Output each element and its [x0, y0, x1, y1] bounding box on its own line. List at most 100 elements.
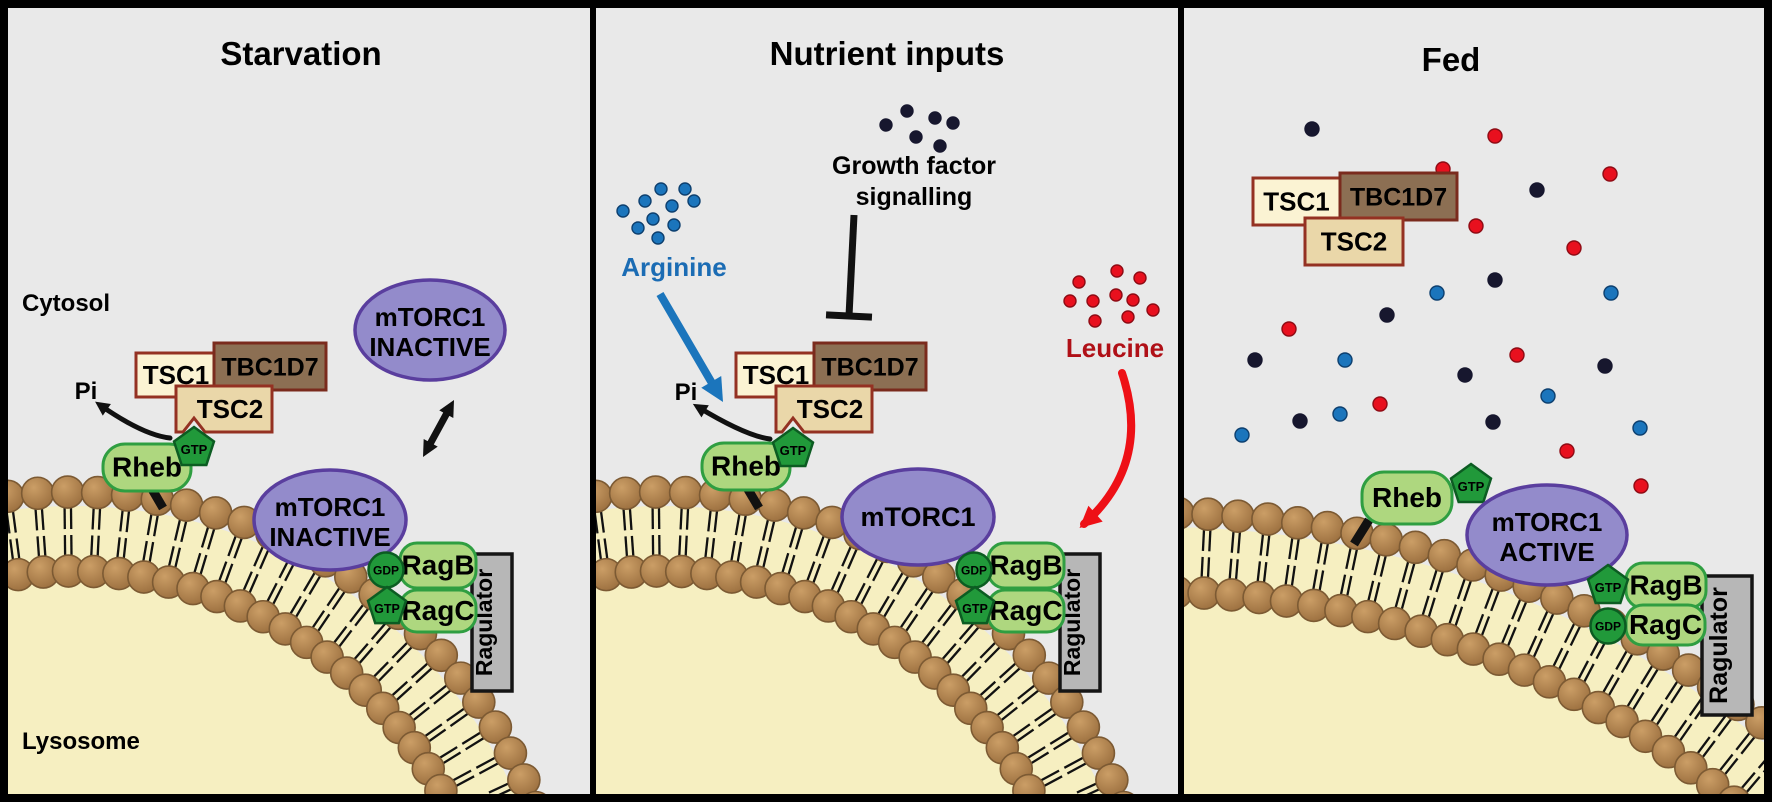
dot — [1603, 285, 1619, 301]
lipid-tails — [1200, 528, 1764, 794]
ragc-gtp-badge-label: GTP — [374, 602, 400, 616]
lipid-head — [1251, 502, 1285, 536]
lipid-tail — [1294, 537, 1300, 561]
lipid-tail — [1673, 719, 1688, 739]
tsc2 — [1303, 216, 1405, 267]
lysosome-label: Lysosome — [22, 728, 140, 755]
lipid-tail — [1234, 559, 1239, 581]
dot — [900, 104, 914, 118]
lipid-tail — [1021, 689, 1040, 705]
lipid-head — [198, 496, 233, 530]
ragc-label: RagC — [1629, 609, 1702, 640]
lipid-tail — [685, 507, 690, 530]
lipid-tail — [1615, 649, 1629, 671]
lipid-tail — [836, 573, 847, 594]
lipid-tail — [353, 642, 369, 661]
tsc2-label: TSC2 — [197, 394, 263, 424]
lipid-tail — [461, 731, 482, 745]
tsc2-label: TSC2 — [797, 394, 863, 424]
ragc-label: RagC — [989, 595, 1062, 626]
lipid-tail — [1256, 561, 1262, 583]
lipid-tail — [630, 535, 635, 557]
lipid-head — [478, 710, 513, 744]
panel-title: Nutrient inputs — [770, 35, 1005, 72]
dot — [1281, 321, 1297, 337]
lipid-tail — [1484, 587, 1495, 610]
lipid-head — [786, 496, 821, 530]
lipid-tail — [603, 538, 609, 560]
lipid-tail — [408, 701, 426, 717]
pi-release-arrow-head — [692, 403, 709, 418]
lipid-tail — [90, 535, 94, 557]
lipid-head — [525, 790, 546, 794]
lipid-tail — [372, 661, 389, 678]
lipid-tail — [734, 513, 741, 536]
dot — [928, 111, 942, 125]
dot — [1332, 406, 1348, 422]
mtorc1-lysosomal-oval-label1: mTORC1 — [275, 492, 386, 522]
lipid-tail — [1040, 769, 1060, 782]
lipid-tail — [1284, 564, 1290, 586]
lipid-tail — [847, 548, 858, 570]
rheb-gtp-badge — [172, 425, 216, 467]
lipid-tail — [1620, 652, 1634, 674]
lipid-tail — [1723, 757, 1739, 776]
lipid-tail — [1474, 613, 1485, 635]
lipid-tail — [684, 535, 688, 557]
lipid-tail — [1626, 688, 1640, 708]
lipid-tail — [1740, 771, 1756, 790]
lipid-head — [424, 638, 459, 673]
lipid-tail — [125, 510, 131, 533]
dot — [667, 218, 681, 232]
lipid-tail — [1206, 557, 1211, 579]
lipid-tail — [1582, 663, 1595, 684]
dot — [1566, 240, 1582, 256]
lipid-tail — [142, 540, 148, 562]
lipid-head — [20, 476, 55, 511]
lipid-tail — [1543, 612, 1555, 634]
lipid-tail — [1601, 674, 1615, 694]
lipid-tail — [396, 645, 414, 664]
lipid-tail — [36, 536, 41, 558]
leucine-dots — [1063, 264, 1160, 328]
dot — [1304, 121, 1320, 137]
lipid-tail — [624, 536, 629, 558]
lipid-tail — [122, 537, 128, 560]
pi-label: Pi — [75, 378, 98, 405]
tsc2-label: TSC2 — [1321, 227, 1387, 257]
lipid-tail — [821, 537, 832, 559]
lipid-tail — [1237, 531, 1242, 554]
dot — [646, 212, 660, 226]
lipid-tail — [96, 535, 100, 557]
lipid-tail — [1323, 542, 1330, 565]
lipid-tail — [1379, 554, 1388, 577]
shuttling-double-arrow-head-sw — [423, 439, 438, 457]
lipid-tail — [233, 537, 244, 559]
rheb-gtp-badge — [771, 426, 815, 468]
inhibition-tbar — [845, 214, 858, 317]
lipid-tail — [116, 537, 121, 559]
lipid-tail — [1435, 570, 1445, 593]
lipid-head — [1695, 767, 1730, 794]
lipid-tail — [1557, 650, 1570, 671]
lipid-tail — [1208, 529, 1212, 552]
lipid-tail — [965, 665, 982, 683]
lipid-tail — [941, 642, 957, 661]
ragulator — [1700, 574, 1754, 717]
lipid-head — [1066, 710, 1101, 744]
mtorc1-lysosomal-oval — [252, 468, 408, 572]
dot — [1487, 272, 1503, 288]
lipid-tail — [1086, 788, 1101, 794]
lipid-tail — [1480, 616, 1491, 637]
tbc1d7 — [212, 341, 328, 392]
lipid-tail — [395, 685, 413, 702]
dot — [651, 231, 665, 245]
lipid-tail — [332, 625, 348, 644]
tbc1d7-label: TBC1D7 — [821, 354, 918, 382]
lipid-tail — [1345, 575, 1353, 597]
tsc1-label: TSC1 — [1263, 187, 1329, 217]
leucine-arrow — [1080, 369, 1136, 528]
lipid-tail — [391, 641, 409, 659]
lipid-tail — [762, 547, 770, 569]
lipid-tail — [707, 509, 712, 532]
